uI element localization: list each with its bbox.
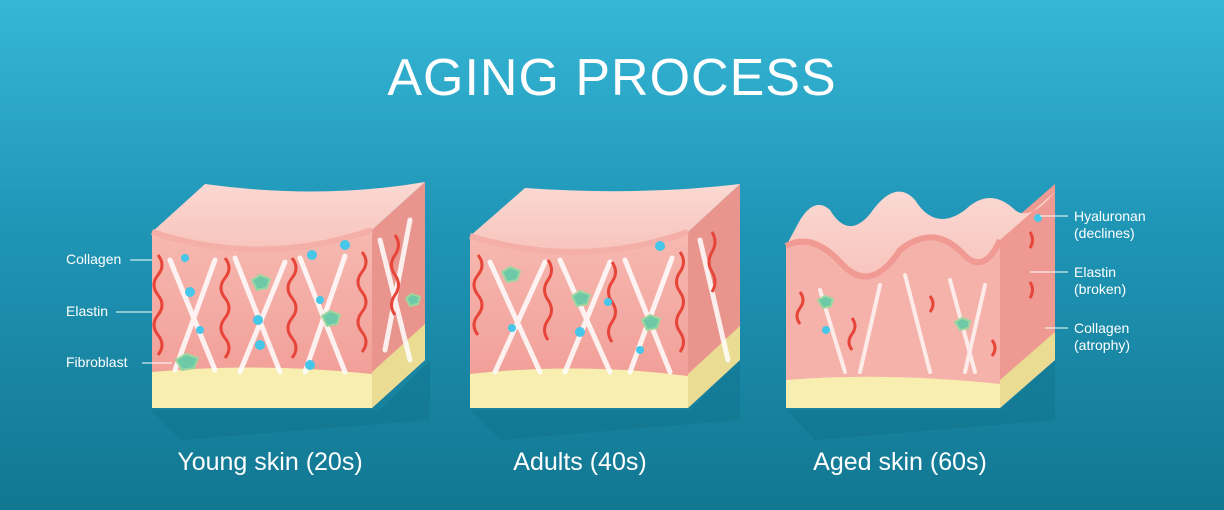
fat-layer bbox=[152, 367, 372, 408]
label-hyaluronan: Hyaluronan (declines) bbox=[1074, 208, 1146, 242]
label-hyaluronan-state: (declines) bbox=[1074, 225, 1135, 241]
young-skin-block bbox=[150, 182, 430, 440]
label-elastin-name: Elastin bbox=[1074, 264, 1117, 280]
aged-skin-block bbox=[784, 184, 1055, 440]
left-leader-lines bbox=[116, 259, 172, 364]
label-fibroblast: Fibroblast bbox=[66, 354, 128, 370]
caption-aged-skin: Aged skin (60s) bbox=[813, 448, 987, 476]
label-elastin: Elastin bbox=[66, 303, 109, 319]
caption-adults: Adults (40s) bbox=[513, 448, 647, 476]
adult-skin-block bbox=[469, 184, 740, 440]
label-hyaluronan-name: Hyaluronan bbox=[1074, 208, 1146, 224]
label-collagen: Collagen bbox=[66, 251, 122, 267]
caption-young-skin: Young skin (20s) bbox=[177, 448, 363, 476]
page-title: AGING PROCESS bbox=[387, 49, 837, 107]
label-elastin-state: (broken) bbox=[1074, 281, 1127, 297]
label-collagen-atrophy: Collagen (atrophy) bbox=[1074, 320, 1130, 354]
label-collagen-state: (atrophy) bbox=[1074, 337, 1131, 353]
right-leader-lines bbox=[1030, 215, 1068, 329]
label-collagen-name: Collagen bbox=[1074, 320, 1130, 336]
label-elastin-broken: Elastin (broken) bbox=[1074, 264, 1126, 298]
